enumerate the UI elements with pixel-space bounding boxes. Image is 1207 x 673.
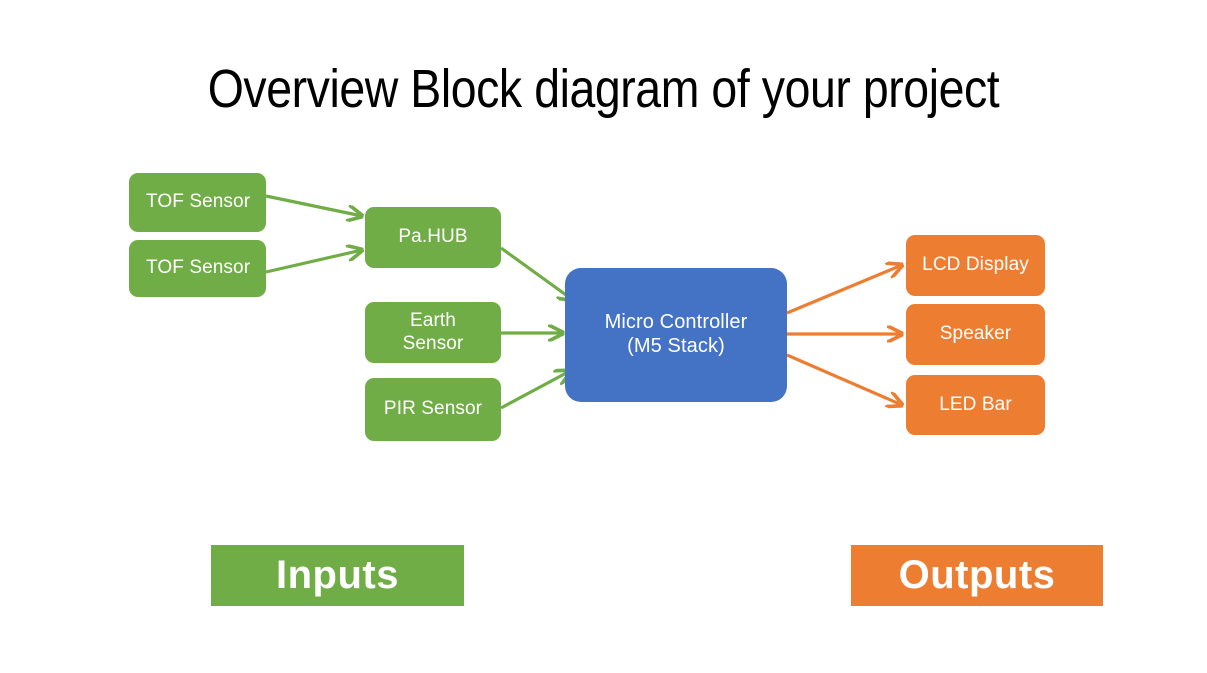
connector-tof2-to-pahub <box>265 250 362 274</box>
node-tof-sensor-1[interactable]: TOF Sensor <box>129 173 266 232</box>
node-label: Pa.HUB <box>398 226 468 248</box>
node-lcd-display[interactable]: LCD Display <box>906 235 1045 296</box>
node-label: Speaker <box>939 323 1012 345</box>
node-label-line-2: Sensor <box>402 332 464 354</box>
page-title: Overview Block diagram of your project <box>207 59 1000 119</box>
node-earth-sensor[interactable]: Earth Sensor <box>365 302 501 363</box>
connector-pir-to-controller <box>500 371 570 410</box>
connector-pahub-to-controller <box>500 246 573 300</box>
legend-outputs-label: Outputs <box>898 553 1056 597</box>
node-label: PIR Sensor <box>383 398 483 420</box>
connector-controller-to-lcd <box>786 265 902 315</box>
node-pa-hub[interactable]: Pa.HUB <box>365 207 501 268</box>
node-label: LED Bar <box>939 393 1012 415</box>
node-label: TOF Sensor <box>146 257 251 279</box>
legend-inputs: Inputs <box>211 545 464 606</box>
controller-label-line-1: Micro Controller <box>604 311 748 334</box>
node-label-line-1: Earth <box>410 310 456 332</box>
connector-tof1-to-pahub <box>265 194 362 216</box>
node-micro-controller[interactable]: Micro Controller (M5 Stack) <box>565 268 787 402</box>
node-label: LCD Display <box>922 254 1029 276</box>
connector-controller-to-ledbar <box>786 353 902 405</box>
controller-label-line-2: (M5 Stack) <box>627 335 725 357</box>
node-tof-sensor-2[interactable]: TOF Sensor <box>129 240 266 297</box>
node-pir-sensor[interactable]: PIR Sensor <box>365 378 501 441</box>
legend-outputs: Outputs <box>851 545 1103 606</box>
node-led-bar[interactable]: LED Bar <box>906 375 1045 435</box>
node-speaker[interactable]: Speaker <box>906 304 1045 365</box>
legend-inputs-label: Inputs <box>276 553 399 597</box>
node-label: TOF Sensor <box>146 191 251 213</box>
